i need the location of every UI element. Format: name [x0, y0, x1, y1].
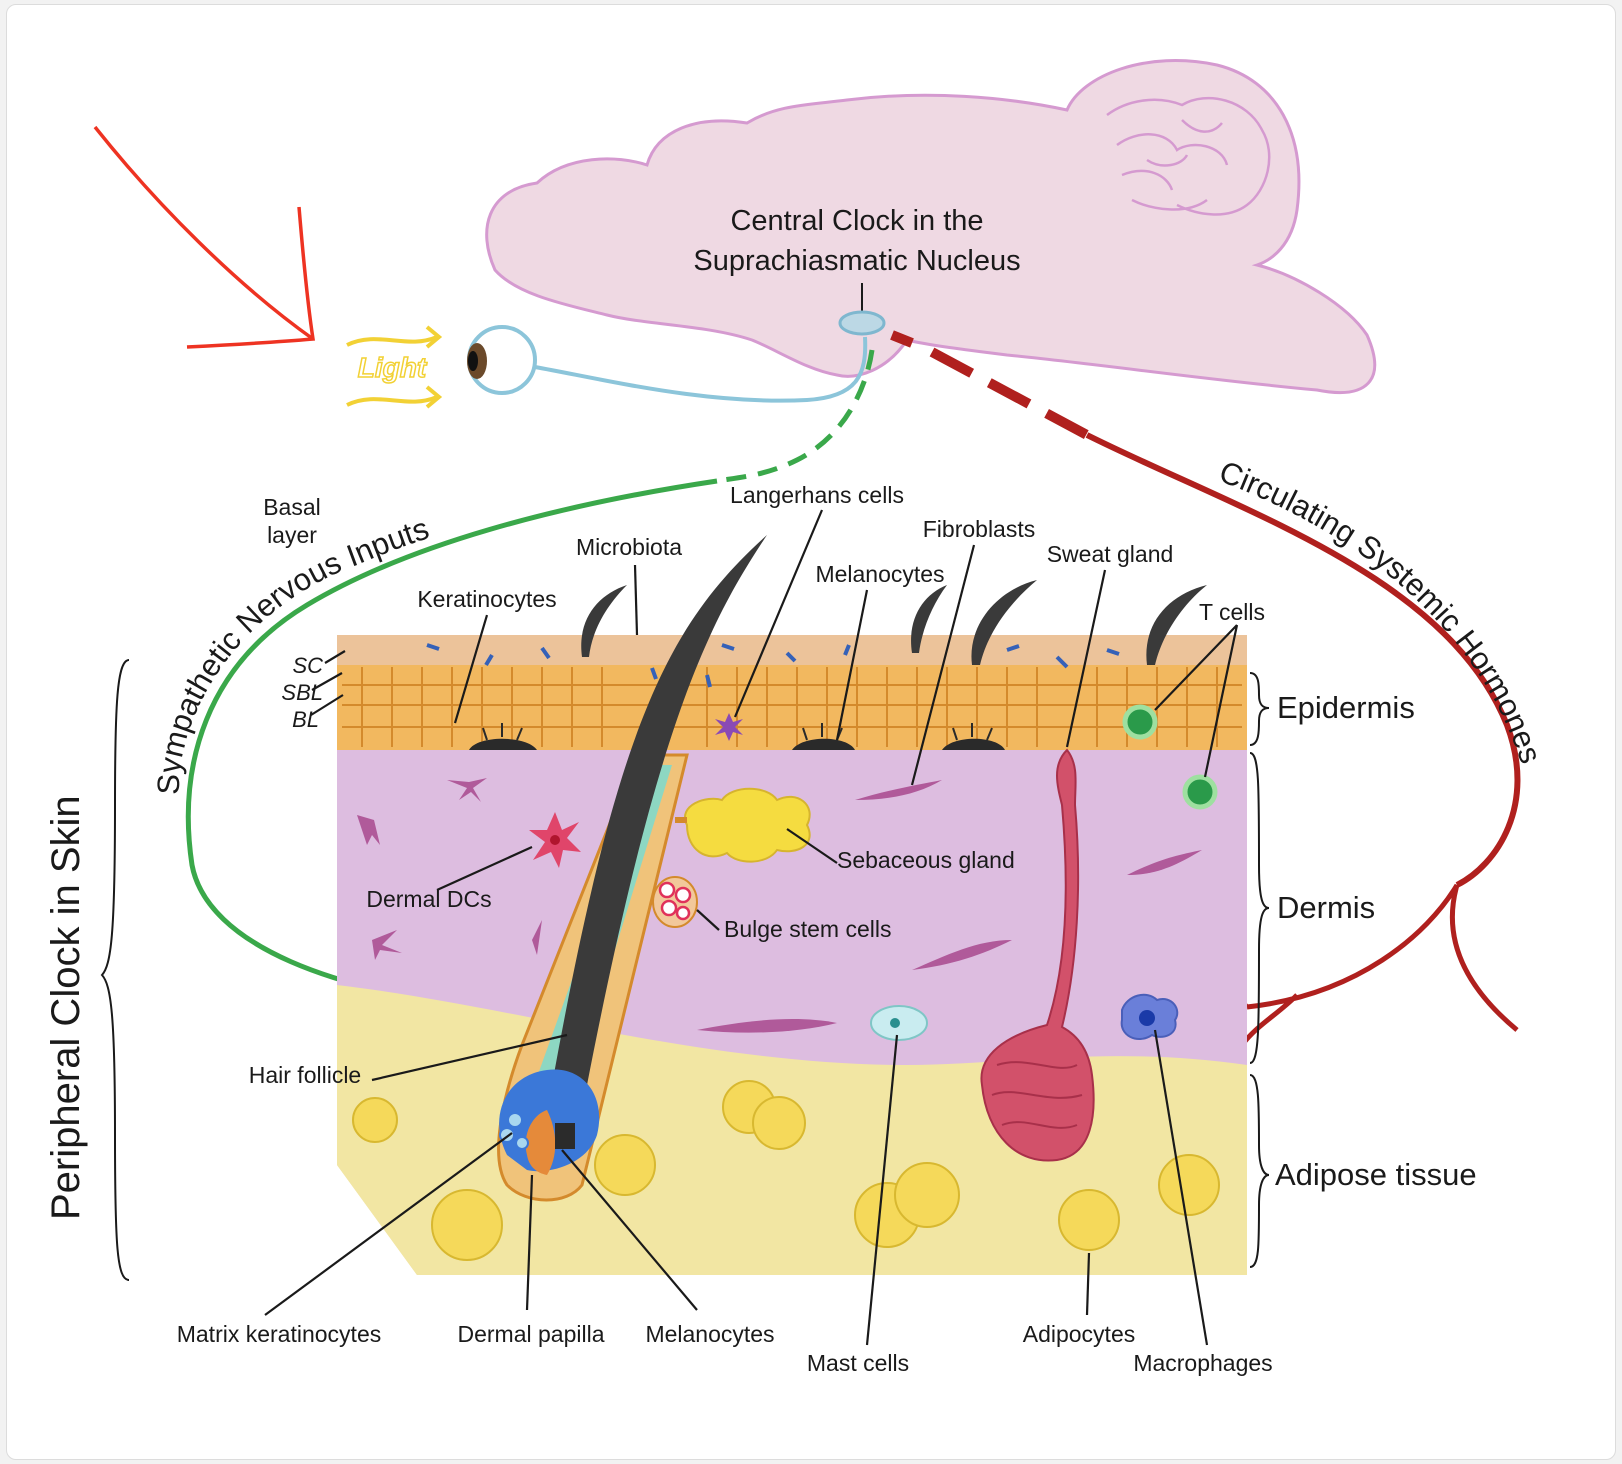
epidermal-melanocytes: [469, 723, 1005, 750]
fibroblasts-label: Fibroblasts: [923, 516, 1035, 542]
sebaceous-label: Sebaceous gland: [837, 847, 1015, 873]
microbiota-label: Microbiota: [576, 534, 682, 560]
brain-outline: [485, 59, 1377, 395]
t-cells: [1122, 704, 1218, 810]
basal-label-line1: Basal: [263, 494, 321, 520]
dermal-dc: [529, 812, 581, 868]
langerhans-cell: [715, 713, 743, 741]
dermal-papilla-label: Dermal papilla: [457, 1321, 604, 1347]
basal-label-line2: layer: [267, 522, 317, 548]
mast-cell: [870, 1005, 928, 1041]
bulge-stem-cells: [652, 876, 698, 928]
dermal-papilla: [525, 1110, 556, 1175]
leader-lines: [264, 509, 1239, 1346]
sweat-gland: [980, 748, 1095, 1162]
optic-nerve: [534, 336, 868, 403]
matrix-keratinocytes-label: Matrix keratinocytes: [177, 1321, 382, 1347]
region-braces: [100, 659, 1270, 1281]
macrophages-label: Macrophages: [1133, 1350, 1272, 1376]
labels: Basal layer SC SBL BL Langerhans cells F…: [177, 482, 1273, 1376]
hair-shaft: [552, 535, 767, 1085]
melanocytes-bottom-label: Melanocytes: [645, 1321, 774, 1347]
brain: Central Clock in the Suprachiasmatic Nuc…: [485, 59, 1377, 395]
cerebellum-folds: [1106, 96, 1271, 216]
microbiota-marks: [426, 643, 1120, 688]
epidermis-label: Epidermis: [1277, 690, 1415, 725]
sc-label: SC: [292, 653, 323, 678]
keratinocytes-label: Keratinocytes: [417, 586, 556, 612]
light-label: Light: [358, 352, 428, 383]
t-cells-label: T cells: [1199, 599, 1265, 625]
hair-follicle-label: Hair follicle: [249, 1062, 361, 1088]
macrophage: [1120, 993, 1179, 1040]
skin-block: [337, 535, 1247, 1275]
clock-label-line2: Suprachiasmatic Nucleus: [693, 245, 1020, 277]
bulge-label: Bulge stem cells: [724, 916, 891, 942]
peripheral-clock-label: Peripheral Clock in Skin: [44, 795, 88, 1220]
annotation-arrow: [93, 125, 316, 349]
figure-card: Central Clock in the Suprachiasmatic Nuc…: [6, 4, 1616, 1460]
matrix-cells: [499, 1112, 529, 1150]
bulb-melanocytes: [555, 1123, 575, 1149]
surface-hairs: [581, 580, 1207, 665]
scn-nucleus: [838, 310, 886, 336]
langerhans-label: Langerhans cells: [730, 482, 904, 508]
light-input: Light: [346, 325, 443, 409]
bl-label: BL: [292, 707, 319, 732]
fibroblasts: [357, 778, 1202, 1033]
sebaceous-gland: [684, 787, 811, 863]
dermal-dcs-label: Dermal DCs: [366, 886, 491, 912]
eye-icon: [467, 325, 537, 395]
sbl-label: SBL: [281, 680, 323, 705]
mast-cells-label: Mast cells: [807, 1350, 909, 1376]
melanocytes-top-label: Melanocytes: [815, 561, 944, 587]
adipocytes-label: Adipocytes: [1023, 1321, 1136, 1347]
sweat-gland-label: Sweat gland: [1047, 541, 1174, 567]
diagram-canvas: Central Clock in the Suprachiasmatic Nuc…: [44, 59, 1549, 1376]
dermis-label: Dermis: [1277, 890, 1375, 925]
adipocytes: [352, 1080, 1220, 1261]
clock-label-line1: Central Clock in the: [730, 205, 983, 237]
adipose-label: Adipose tissue: [1275, 1157, 1477, 1192]
